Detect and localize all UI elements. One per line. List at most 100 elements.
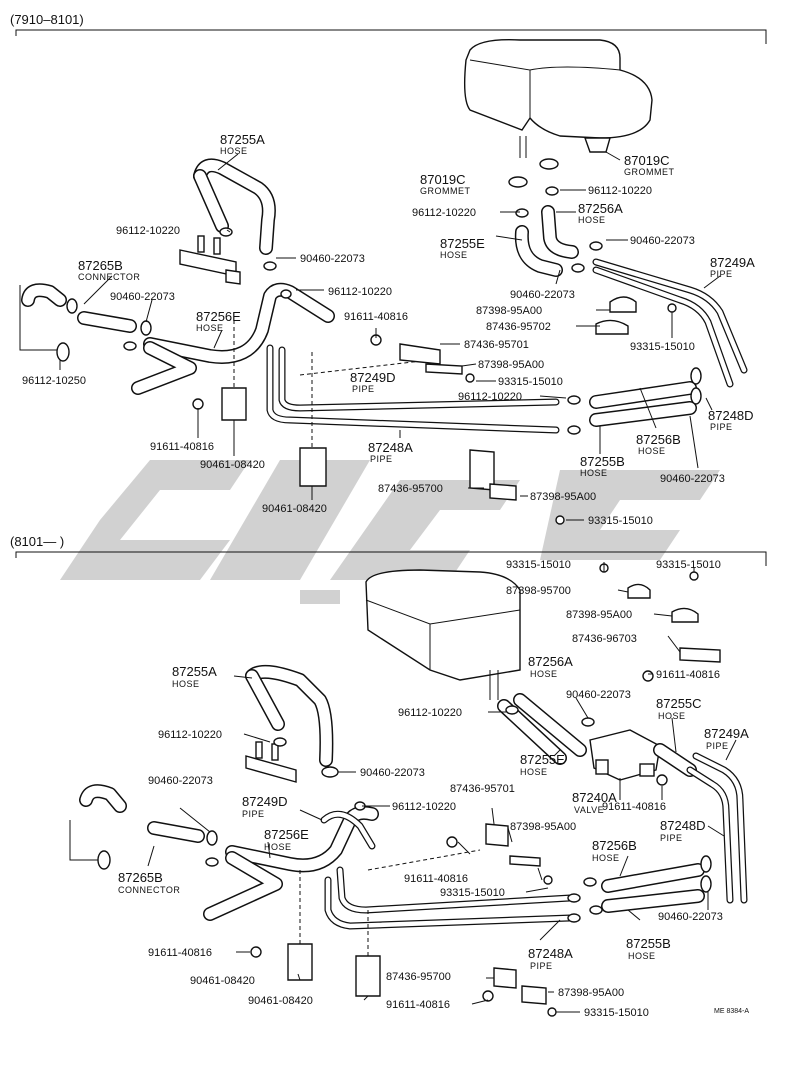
svg-text:87436-95701: 87436-95701 xyxy=(450,783,515,795)
svg-text:PIPE: PIPE xyxy=(370,454,393,464)
svg-text:87436-95701: 87436-95701 xyxy=(464,339,529,351)
svg-text:PIPE: PIPE xyxy=(706,741,729,751)
bottom-diagram: 87255A HOSE 87249D PIPE 87256E HOSE 8726… xyxy=(69,559,749,1019)
svg-text:HOSE: HOSE xyxy=(172,679,200,689)
svg-text:87398-95A00: 87398-95A00 xyxy=(566,609,632,621)
svg-text:93315-15010: 93315-15010 xyxy=(630,341,695,353)
label-87019c-a: 87019C xyxy=(624,153,670,168)
svg-text:96112-10220: 96112-10220 xyxy=(392,801,456,813)
svg-text:91611-40816: 91611-40816 xyxy=(344,311,408,323)
svg-text:87398-95A00: 87398-95A00 xyxy=(530,491,596,503)
svg-text:93315-15010: 93315-15010 xyxy=(584,1007,649,1019)
svg-text:91611-40816: 91611-40816 xyxy=(148,947,212,959)
svg-text:HOSE: HOSE xyxy=(196,323,224,333)
label-87265b: 87265B xyxy=(78,258,123,273)
bolt-icon xyxy=(667,303,677,313)
label-87256e: 87256E xyxy=(196,309,241,324)
labels-top: 87255A HOSE 87265B CONNECTOR 87256E HOSE… xyxy=(22,132,755,527)
svg-text:HOSE: HOSE xyxy=(578,215,606,225)
svg-text:96112-10220: 96112-10220 xyxy=(398,707,462,719)
bolt-icon xyxy=(192,398,204,410)
label-87240a: 87240A xyxy=(572,790,617,805)
svg-text:87398-95A00: 87398-95A00 xyxy=(476,305,542,317)
svg-text:CONNECTOR: CONNECTOR xyxy=(78,272,140,282)
label-87256a: 87256A xyxy=(578,201,623,216)
heater-unit-top xyxy=(463,39,653,158)
svg-text:HOSE: HOSE xyxy=(530,669,558,679)
bolt-icon xyxy=(689,571,699,581)
svg-text:96112-10220: 96112-10220 xyxy=(458,391,522,403)
svg-text:GROMMET: GROMMET xyxy=(624,167,675,177)
clamp-bracket-icon xyxy=(595,319,629,335)
svg-text:91611-40816: 91611-40816 xyxy=(150,441,214,453)
svg-text:93315-15010: 93315-15010 xyxy=(440,887,505,899)
svg-text:87436-95700: 87436-95700 xyxy=(378,483,443,495)
label-87256b-b: 87256B xyxy=(592,838,637,853)
valve-87240a xyxy=(589,729,661,781)
label-87248d: 87248D xyxy=(708,408,754,423)
label-87019c-b: 87019C xyxy=(420,172,466,187)
clamp-bracket-icon xyxy=(627,583,651,599)
svg-text:HOSE: HOSE xyxy=(580,468,608,478)
clamp-icon xyxy=(545,186,559,196)
svg-text:87398-95A00: 87398-95A00 xyxy=(510,821,576,833)
svg-text:PIPE: PIPE xyxy=(710,269,733,279)
heater-unit-bottom xyxy=(365,569,521,700)
svg-text:87398-95700: 87398-95700 xyxy=(506,585,571,597)
svg-text:96112-10220: 96112-10220 xyxy=(328,286,392,298)
svg-text:HOSE: HOSE xyxy=(520,767,548,777)
clamp-icon xyxy=(515,208,529,218)
label-87249a-b: 87249A xyxy=(704,726,749,741)
leader-lines-bottom xyxy=(147,562,737,1013)
grommet-icon xyxy=(508,176,528,188)
svg-text:HOSE: HOSE xyxy=(220,146,248,156)
svg-text:96112-10250: 96112-10250 xyxy=(22,375,86,387)
svg-text:90460-22073: 90460-22073 xyxy=(360,767,425,779)
svg-text:PIPE: PIPE xyxy=(352,384,375,394)
label-87249d-b: 87249D xyxy=(242,794,288,809)
svg-text:90460-22073: 90460-22073 xyxy=(110,291,175,303)
svg-text:HOSE: HOSE xyxy=(592,853,620,863)
svg-text:96112-10220: 96112-10220 xyxy=(588,185,652,197)
svg-text:93315-15010: 93315-15010 xyxy=(588,515,653,527)
label-87255a: 87255A xyxy=(220,132,265,147)
top-diagram: 87255A HOSE 87265B CONNECTOR 87256E HOSE… xyxy=(19,39,755,527)
svg-text:96112-10220: 96112-10220 xyxy=(412,207,476,219)
section-header-bottom: (8101— ) xyxy=(10,534,767,566)
grommet-icon xyxy=(539,158,559,170)
label-87255a-b: 87255A xyxy=(172,664,217,679)
labels-bottom: 87255A HOSE 87249D PIPE 87256E HOSE 8726… xyxy=(118,559,749,1019)
bolt-icon xyxy=(555,515,565,525)
clamp-bracket-icon xyxy=(671,607,699,623)
label-87255b: 87255B xyxy=(580,454,625,469)
svg-text:90460-22073: 90460-22073 xyxy=(148,775,213,787)
bracket-90461-d xyxy=(355,910,381,997)
clamp-bracket-icon xyxy=(609,296,637,313)
section-header-top: (7910–8101) xyxy=(10,12,767,44)
svg-text:GROMMET: GROMMET xyxy=(420,186,471,196)
svg-text:87436-96703: 87436-96703 xyxy=(572,633,637,645)
leader-lines-top xyxy=(59,151,721,521)
svg-text:90460-22073: 90460-22073 xyxy=(300,253,365,265)
svg-text:90460-22073: 90460-22073 xyxy=(660,473,725,485)
label-87255e-b: 87255E xyxy=(520,752,565,767)
svg-text:91611-40816: 91611-40816 xyxy=(602,801,666,813)
svg-text:PIPE: PIPE xyxy=(660,833,683,843)
bolt-icon xyxy=(642,670,654,682)
label-87256a-b: 87256A xyxy=(528,654,573,669)
label-87248d-b: 87248D xyxy=(660,818,706,833)
label-87256e-b: 87256E xyxy=(264,827,309,842)
svg-text:90461-08420: 90461-08420 xyxy=(200,459,265,471)
svg-text:HOSE: HOSE xyxy=(440,250,468,260)
svg-text:HOSE: HOSE xyxy=(638,446,666,456)
svg-text:93315-15010: 93315-15010 xyxy=(498,376,563,388)
svg-text:93315-15010: 93315-15010 xyxy=(506,559,571,571)
bolt-icon xyxy=(465,373,475,383)
heater-valve-block-top xyxy=(179,235,241,285)
svg-text:PIPE: PIPE xyxy=(710,422,733,432)
svg-text:96112-10220: 96112-10220 xyxy=(158,729,222,741)
svg-text:HOSE: HOSE xyxy=(658,711,686,721)
svg-text:HOSE: HOSE xyxy=(264,842,292,852)
section-range-top: (7910–8101) xyxy=(10,12,84,27)
